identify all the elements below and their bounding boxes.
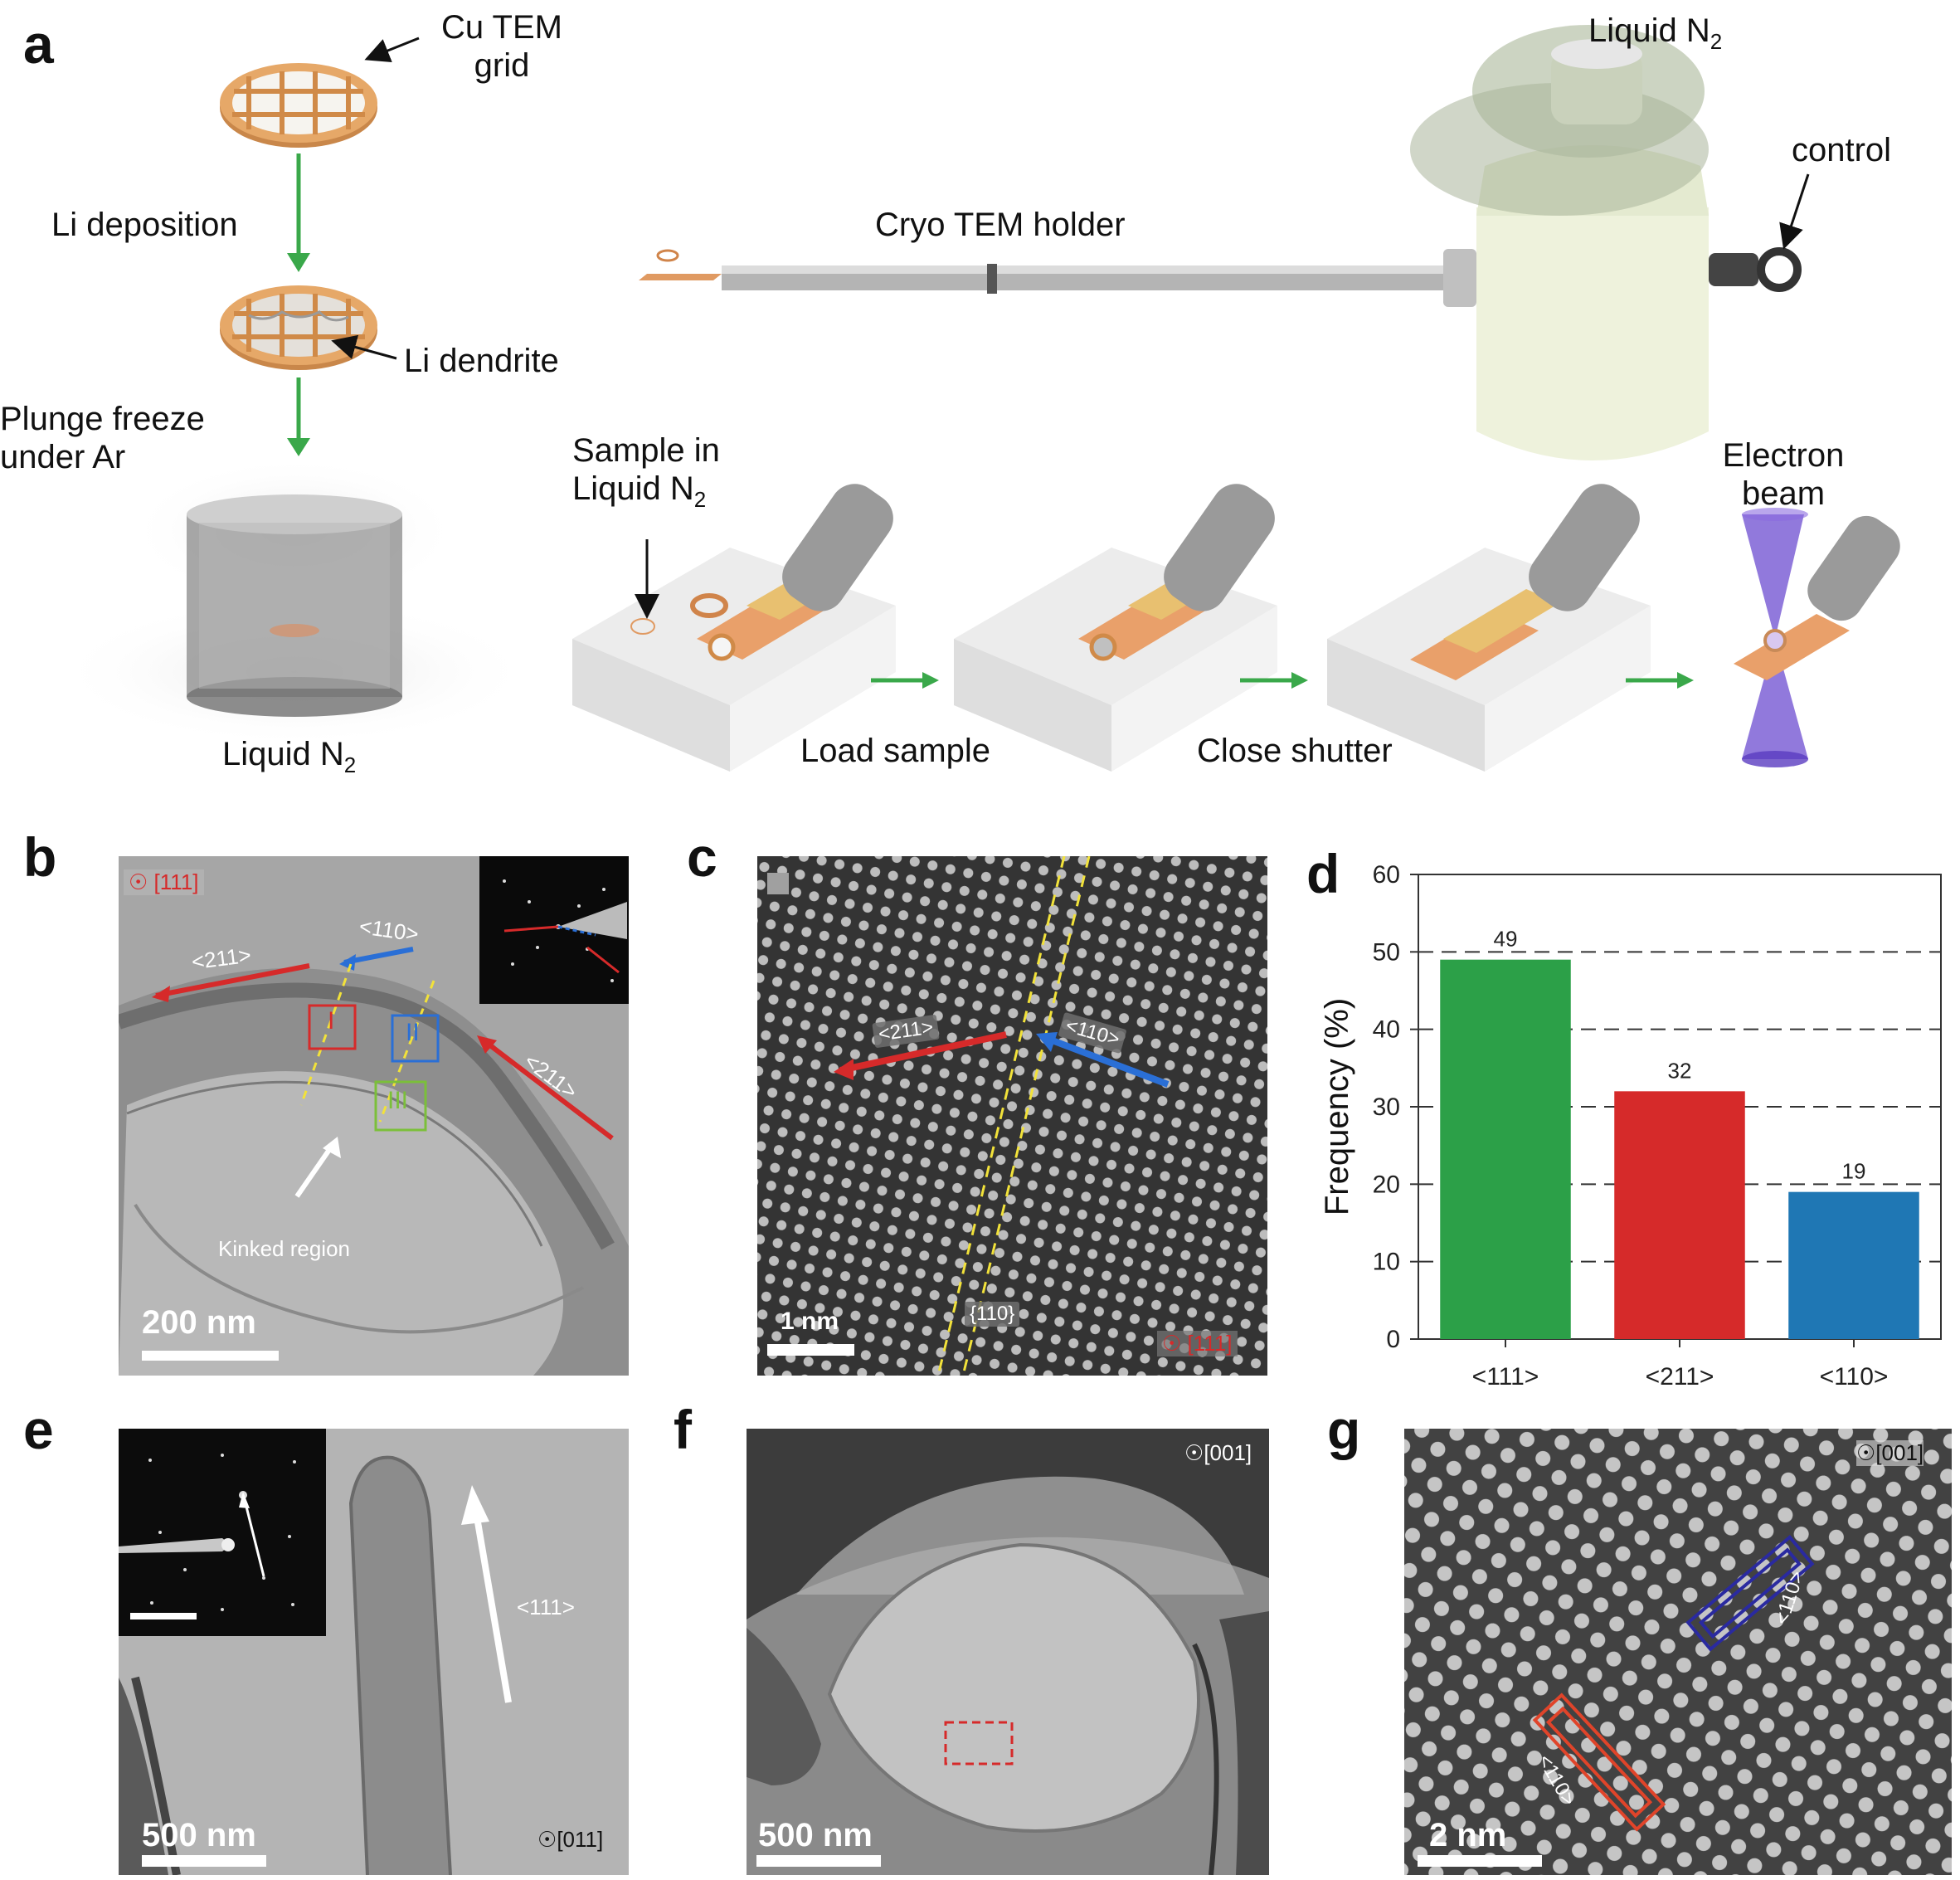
panel-d-label: d <box>1306 843 1340 904</box>
panel-a-illustration <box>54 25 1900 772</box>
cu-tem-grid-image <box>220 63 377 148</box>
electron-beam-label: Electron beam <box>1722 437 1845 512</box>
panel-e-tem-image: <111> ☉[011] 500 nm <box>119 1429 629 1875</box>
panel-d-bar-chart: 0 10 20 30 40 50 60 49 <111> 32 <211> 19 <110> Freque… <box>1319 861 1942 1391</box>
sample-in-line2: Liquid N <box>572 470 694 507</box>
n2-top-subscript: 2 <box>1710 29 1723 54</box>
dewar-image <box>54 456 535 747</box>
panel-e-scalebar <box>142 1855 266 1867</box>
panel-c-scalebar-label: 1 nm <box>781 1308 839 1335</box>
bar <box>1440 959 1571 1339</box>
box-i-label: I <box>328 1007 335 1035</box>
e-zone-axis-text: [011] <box>557 1827 604 1852</box>
n2-subscript: 2 <box>343 752 357 777</box>
li-deposition-label: Li deposition <box>51 207 238 243</box>
e-direction-label: <111> <box>517 1595 575 1619</box>
cu-tem-grid-label: Cu TEM grid <box>441 9 562 84</box>
panel-f-label: f <box>674 1399 692 1460</box>
y-tick-label: 40 <box>1373 1016 1400 1044</box>
box-iii-label: III <box>387 1087 409 1114</box>
load-step-3-image <box>1327 484 1651 772</box>
plunge-freeze-label: Plunge freeze under Ar <box>0 401 205 475</box>
c-zone-axis-symbol: ☉ <box>1162 1331 1182 1356</box>
cryo-holder-label: Cryo TEM holder <box>875 207 1126 243</box>
panel-f-scalebar-label: 500 nm <box>758 1817 873 1853</box>
panel-c-hrtem-image: <211> <110> {110} ☉ [111] 1 nm <box>757 856 1267 1376</box>
bar <box>1614 1091 1745 1339</box>
panel-b-label: b <box>23 826 57 888</box>
data-label: 32 <box>1668 1058 1692 1083</box>
sample-in-line2-wrap: Liquid N2 <box>572 470 720 513</box>
panel-b-tem-image: ☉ [111] <211> <110> <211> I II III Kinke… <box>119 856 629 1376</box>
panel-e-label: e <box>23 1399 54 1460</box>
sample-in-ln2-label: Sample in Liquid N2 <box>572 431 720 513</box>
li-dendrite-label: Li dendrite <box>404 343 559 379</box>
box-ii-label: II <box>406 1019 420 1046</box>
f-zone-axis-symbol: ☉ <box>1184 1440 1204 1465</box>
liquid-n2-top-text: Liquid N <box>1588 12 1710 49</box>
panel-g-scalebar-label: 2 nm <box>1429 1817 1507 1853</box>
x-tick-label: <211> <box>1646 1363 1714 1391</box>
panel-c-label: c <box>687 826 717 888</box>
c-plane-110: {110} <box>965 1302 1020 1327</box>
panel-g-scalebar <box>1418 1855 1542 1867</box>
load-step-2-image <box>954 484 1277 772</box>
kinked-region-label: Kinked region <box>218 1236 350 1261</box>
y-tick-label: 60 <box>1373 861 1400 889</box>
y-tick-label: 20 <box>1373 1171 1400 1198</box>
data-label: 19 <box>1842 1159 1866 1184</box>
close-shutter-label: Close shutter <box>1197 733 1393 769</box>
panel-b-zone-axis: ☉ [111] <box>124 869 204 895</box>
panel-c-zone-axis: ☉ [111] <box>1157 1331 1238 1356</box>
green-arrow-1 <box>871 672 939 689</box>
panel-b-diffraction-inset <box>479 856 629 1004</box>
panel-c-scalebar <box>767 1344 854 1356</box>
n2-sample-subscript: 2 <box>693 487 707 512</box>
e-zone-axis-symbol: ☉ <box>537 1827 557 1852</box>
sample-in-line1: Sample in <box>572 432 720 469</box>
panel-g-label: g <box>1327 1399 1361 1460</box>
g-zone-axis-symbol: ☉ <box>1856 1440 1876 1465</box>
panel-b-scalebar <box>142 1351 279 1361</box>
x-tick-label: <111> <box>1472 1363 1539 1391</box>
liquid-n2-top-label: Liquid N2 <box>1588 12 1722 55</box>
panel-b-scalebar-label: 200 nm <box>142 1304 256 1341</box>
load-sample-label: Load sample <box>800 733 991 769</box>
panel-g-zone-axis: ☉[001] <box>1856 1440 1924 1466</box>
li-dendrite-grid-image <box>220 285 377 370</box>
g-zone-axis-text: [001] <box>1875 1440 1924 1465</box>
zone-axis-text: [111] <box>153 869 199 894</box>
liquid-n2-dewar-label: Liquid N2 <box>222 735 356 778</box>
zone-axis-symbol: ☉ <box>129 869 148 894</box>
panel-e-scalebar-label: 500 nm <box>142 1817 256 1853</box>
y-tick-label: 10 <box>1373 1249 1400 1276</box>
panel-e-zone-axis: ☉[011] <box>537 1827 603 1853</box>
panel-f-tem-image: ☉[001] 500 nm <box>747 1429 1269 1875</box>
panel-a-label: a <box>23 13 54 75</box>
panel-f-scalebar <box>756 1855 881 1867</box>
y-tick-label: 0 <box>1386 1326 1400 1353</box>
cryo-tem-holder-image <box>639 25 1802 460</box>
control-label: control <box>1792 132 1892 168</box>
f-zone-axis-text: [001] <box>1204 1440 1252 1465</box>
green-arrow-2 <box>1240 672 1308 689</box>
green-arrow-3 <box>1626 672 1694 689</box>
bar <box>1788 1191 1919 1339</box>
electron-beam-image <box>1734 508 1900 767</box>
c-zone-axis-text: [111] <box>1187 1331 1233 1356</box>
load-step-1-image <box>572 484 896 772</box>
data-label: 49 <box>1494 927 1518 952</box>
x-tick-label: <110> <box>1820 1363 1889 1391</box>
panel-e-diffraction-inset <box>119 1429 326 1636</box>
liquid-n2-dewar-text: Liquid N <box>222 736 344 772</box>
y-tick-label: 50 <box>1373 938 1400 966</box>
panel-f-zone-axis: ☉[001] <box>1184 1440 1252 1466</box>
y-axis-label: Frequency (%) <box>1319 998 1355 1215</box>
panel-g-hrtem-image: <110> <110> ☉[001] 2 nm <box>1404 1429 1952 1875</box>
y-tick-label: 30 <box>1373 1093 1400 1121</box>
